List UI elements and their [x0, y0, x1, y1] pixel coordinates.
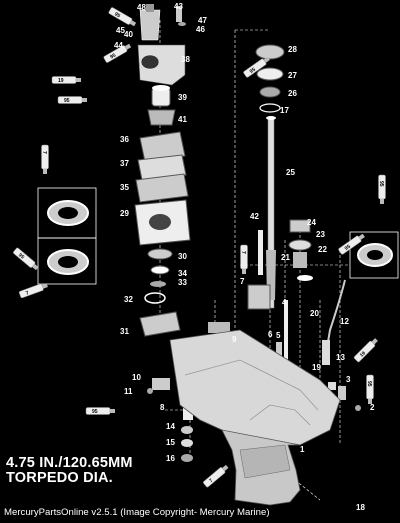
callout: 17: [280, 106, 289, 115]
callout: 14: [166, 422, 175, 431]
callout: 42: [250, 212, 259, 221]
callout: 33: [178, 278, 187, 287]
callout: 21: [281, 253, 290, 262]
svg-text:19: 19: [359, 350, 367, 358]
callout: 35: [120, 183, 129, 192]
svg-text:95: 95: [344, 244, 352, 252]
callout: 25: [286, 168, 295, 177]
svg-text:7: 7: [25, 290, 30, 297]
small-parts: [147, 378, 193, 462]
svg-text:95: 95: [113, 11, 121, 19]
callout: 41: [178, 115, 187, 124]
svg-text:7: 7: [41, 151, 47, 154]
callout: 36: [120, 135, 129, 144]
callout: 16: [166, 454, 175, 463]
svg-text:95: 95: [366, 381, 372, 387]
svg-text:95: 95: [92, 409, 98, 415]
svg-text:7: 7: [208, 478, 214, 485]
callout: 5: [276, 331, 281, 340]
svg-text:7: 7: [240, 251, 246, 254]
callout: 46: [196, 25, 205, 34]
callout: 28: [288, 45, 297, 54]
callout: 47: [198, 16, 207, 25]
callout: 45: [116, 26, 125, 35]
callout: 2: [370, 403, 375, 412]
seal-details: [47, 200, 393, 275]
gearcase-housing: [169, 329, 341, 506]
callout: 1: [300, 445, 305, 454]
callout: 31: [120, 327, 129, 336]
callout: 39: [178, 93, 187, 102]
water-pump-assembly: [134, 4, 191, 337]
callout: 44: [114, 41, 123, 50]
callout: 9: [232, 335, 237, 344]
callout: 38: [181, 55, 190, 64]
callout: 15: [166, 438, 175, 447]
callout: 12: [340, 317, 349, 326]
callout: 32: [124, 295, 133, 304]
torpedo-diameter-caption: 4.75 IN./120.65MM TORPEDO DIA.: [6, 456, 133, 486]
callout: 30: [178, 252, 187, 261]
callout: 18: [356, 503, 365, 512]
callout: 22: [318, 245, 327, 254]
svg-text:19: 19: [58, 78, 64, 84]
callout: 29: [120, 209, 129, 218]
shift-components: [208, 219, 361, 411]
svg-text:95: 95: [109, 52, 117, 60]
callout: 27: [288, 71, 297, 80]
callout: 20: [310, 309, 319, 318]
svg-text:95: 95: [249, 67, 257, 75]
callout: 24: [307, 218, 316, 227]
callout: 7: [240, 277, 245, 286]
detail-boxes: [37, 187, 399, 285]
driveshaft: [255, 44, 285, 309]
caption-line-2: TORPEDO DIA.: [6, 470, 113, 486]
svg-text:95: 95: [17, 252, 25, 260]
callout: 3: [346, 375, 351, 384]
callout: 6: [268, 330, 273, 339]
callout: 37: [120, 159, 129, 168]
callout: 4: [282, 298, 287, 307]
callout: 10: [132, 373, 141, 382]
callout: 8: [160, 403, 165, 412]
lubricant-tube-icons: 95 19 95 7 95 7 95 95 95 7 95 95 19 95 7: [12, 6, 386, 489]
caption-line-1: 4.75 IN./120.65MM: [6, 455, 133, 471]
callout: 26: [288, 89, 297, 98]
copyright-footer: MercuryPartsOnline v2.5.1 (Image Copyrig…: [4, 507, 270, 518]
callout: 11: [124, 387, 133, 396]
callout: 19: [312, 363, 321, 372]
callout: 48: [137, 3, 146, 12]
callout: 40: [124, 30, 133, 39]
callout: 23: [316, 230, 325, 239]
svg-text:95: 95: [378, 181, 384, 187]
callout: 43: [174, 2, 183, 11]
callout-numbers: 1 2 3 4 5 6 7 8 9 10 11 12 13 14 15 16 1…: [114, 2, 375, 512]
svg-text:95: 95: [64, 98, 70, 104]
callout: 13: [336, 353, 345, 362]
callout: 34: [178, 269, 187, 278]
